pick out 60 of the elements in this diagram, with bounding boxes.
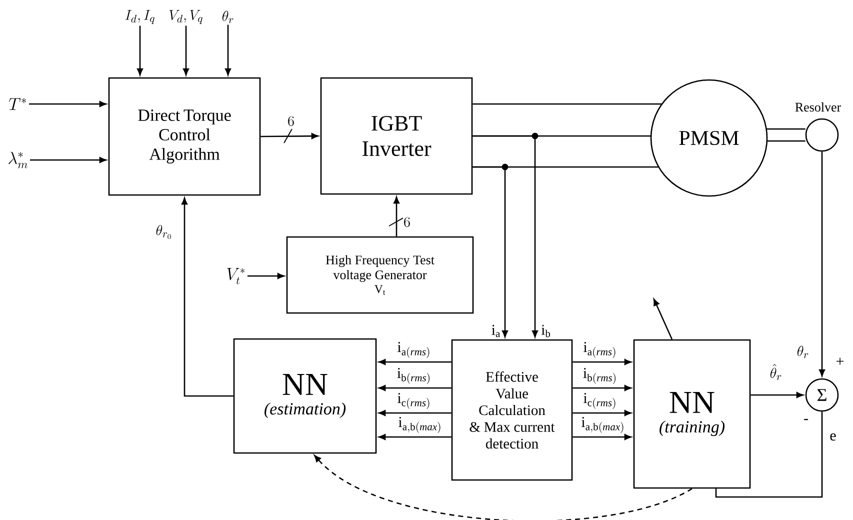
edge-label: $\mathrm{i}_{\mathrm{a}(\mathit{rms})}$	[398, 342, 430, 358]
process-box: Effective Value Calculation & Max current detection	[451, 339, 573, 481]
arrow	[183, 26, 189, 76]
edge-label: $\mathrm{i}_{\mathrm{b}(\mathit{rms})}$	[397, 368, 430, 384]
edge-label: $\mathrm{i}_{\mathrm{c}(\mathit{rms})}$	[584, 393, 616, 409]
arrow	[182, 198, 234, 397]
arrow	[472, 166, 508, 338]
arrow	[378, 359, 452, 365]
dashed-arrow	[314, 454, 692, 520]
process-box: High Frequency Test voltage Generator V$_{t}$	[286, 236, 474, 314]
edge-label: $\mathrm{i}_{\mathrm{a}(\mathit{rms})}$	[584, 342, 616, 358]
input-label: $V_d,V_q$	[169, 10, 203, 24]
arrow	[653, 298, 673, 340]
edge-label: $6$	[288, 116, 294, 126]
connector-line	[715, 412, 823, 498]
edge-label: $\theta_{r_0}$	[156, 224, 171, 240]
arrow	[472, 135, 538, 338]
process-box: NN (training)	[633, 339, 751, 489]
arrow	[378, 434, 452, 440]
arrow	[378, 385, 452, 391]
arrow	[225, 24, 231, 76]
edge-label: $\mathrm{i}_{\mathrm{a,b}(\mathit{max})}$	[398, 417, 440, 433]
arrow	[572, 434, 632, 440]
arrow	[378, 410, 452, 416]
arrow	[247, 273, 284, 279]
arrow	[572, 410, 632, 416]
input-label: $\lambda_m^{*}$	[8, 152, 28, 168]
arrow	[750, 392, 804, 398]
sign-label: +	[836, 358, 844, 365]
edge-label: $\hat{\theta}_r$	[770, 364, 782, 380]
block-caption: Resolver	[795, 102, 841, 112]
arrow	[572, 359, 632, 365]
arrow	[29, 101, 106, 107]
sign-label: -	[804, 418, 808, 420]
connector-line	[472, 103, 662, 105]
input-label: $I_d,I_q$	[125, 10, 155, 24]
input-label: $V_t^{*}$	[227, 268, 245, 284]
edge-label: $\theta_r$	[797, 346, 808, 358]
edge-label: e	[830, 433, 836, 441]
resolver-circle	[805, 118, 839, 152]
arrow	[30, 157, 106, 163]
input-label: $T^{*}$	[9, 98, 26, 110]
process-box: IGBT Inverter	[320, 77, 473, 195]
edge-label: $\mathrm{i}_{\mathrm{b}}$	[541, 324, 550, 338]
edge-label: $\mathrm{i}_{\mathrm{a}}$	[492, 324, 500, 338]
circle-block: PMSM	[650, 79, 768, 197]
summing-junction: Σ	[805, 378, 839, 412]
edge-label: $\mathrm{i}_{\mathrm{b}(\mathit{rms})}$	[583, 368, 616, 384]
edge-label: $6$	[404, 217, 410, 227]
process-box: Direct Torque Control Algorithm	[108, 77, 261, 196]
edge-label: $\mathrm{i}_{\mathrm{c}(\mathit{rms})}$	[398, 393, 430, 409]
arrow	[137, 26, 143, 76]
input-label: $\theta_r$	[222, 10, 234, 24]
arrow	[819, 152, 825, 376]
arrow	[260, 133, 318, 140]
edge-label: $\mathrm{i}_{\mathrm{a,b}(\mathit{max})}$	[582, 417, 624, 433]
arrow	[394, 196, 400, 236]
connector-line	[766, 128, 806, 142]
arrow	[572, 385, 632, 391]
process-box: NN (estimation)	[233, 338, 377, 454]
